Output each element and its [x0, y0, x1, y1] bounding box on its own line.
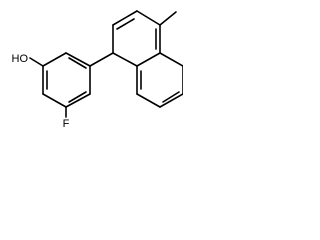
- label-layer: HO F: [12, 53, 70, 130]
- naphthalene-double-bond-inner: [162, 91, 180, 103]
- naphthalene-ring-bond: [136, 52, 161, 67]
- naphthalene-ring-bond: [159, 52, 183, 67]
- phenol-ring-bond: [65, 93, 91, 108]
- fluorine-label: F: [63, 118, 70, 130]
- hydroxyl-bond: [29, 57, 44, 67]
- bond-layer: [29, 10, 183, 118]
- phenol-ring-bond: [42, 52, 67, 67]
- phenol-ring-bond: [42, 93, 67, 108]
- phenol-double-bond-inner: [68, 91, 87, 103]
- phenol-double-bond-inner: [68, 57, 87, 69]
- naphthalene-ring-bond: [136, 93, 161, 108]
- molecule-structure: HO F: [12, 10, 183, 130]
- naphthalene-ring-bond: [112, 10, 138, 26]
- phenol-ring-bond: [65, 52, 91, 67]
- naphthalene-double-bond-inner: [116, 18, 135, 30]
- hydroxyl-label: HO: [12, 53, 29, 65]
- methyl-bond: [159, 11, 177, 26]
- naphthalene-ring-bond: [112, 52, 138, 67]
- naphthalene-ring-bond: [159, 93, 183, 108]
- naphthalene-ring-bond: [136, 10, 161, 26]
- biaryl-bond: [89, 52, 114, 67]
